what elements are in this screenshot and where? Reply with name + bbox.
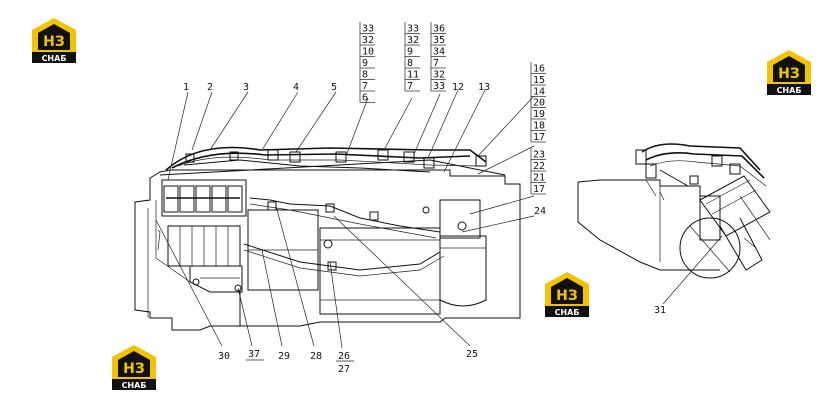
svg-text:НЗ: НЗ — [556, 288, 578, 304]
svg-text:СНАБ: СНАБ — [122, 381, 147, 390]
callout-s1-4: 8 — [362, 70, 368, 81]
leader-lines — [155, 89, 723, 349]
callout-s5-1: 19 — [533, 109, 545, 120]
callout-3: 3 — [243, 82, 249, 93]
brand-logo-top-right: НЗ СНАБ — [763, 46, 815, 96]
callout-s1-2: 10 — [362, 47, 374, 58]
callout-s3-5: 33 — [433, 81, 445, 92]
brand-logo-top-left: НЗ СНАБ — [28, 14, 80, 64]
callout-s6-0: 23 — [533, 150, 545, 161]
oil-filter — [439, 235, 487, 307]
callout-s2-3: 8 — [407, 58, 413, 69]
brand-logo-middle: НЗ СНАБ — [541, 268, 593, 318]
logo-mark-icon: НЗ СНАБ — [112, 345, 156, 390]
callout-s3-4: 32 — [433, 70, 445, 81]
callout-labels: 1 2 3 4 5 12 13 30 37 29 28 26 27 25 24 … — [183, 82, 666, 375]
callout-s2-1: 32 — [407, 35, 419, 46]
callout-s2-5: 7 — [407, 81, 413, 92]
svg-text:СНАБ: СНАБ — [555, 308, 580, 317]
callout-s1-1: 32 — [362, 35, 374, 46]
logo-mark-icon: НЗ СНАБ — [767, 50, 811, 95]
callout-s3-1: 35 — [433, 35, 445, 46]
callout-s6-3: 17 — [533, 184, 545, 195]
callout-s2-2: 9 — [407, 47, 413, 58]
logo-mark-icon: НЗ СНАБ — [32, 18, 76, 63]
callout-s4-0: 16 — [533, 64, 545, 75]
callout-s1-5: 7 — [362, 81, 368, 92]
callout-1: 1 — [183, 82, 189, 93]
callout-5: 5 — [331, 82, 337, 93]
svg-text:НЗ: НЗ — [43, 34, 65, 50]
callout-26: 26 — [338, 351, 350, 362]
callout-s1-3: 9 — [362, 58, 368, 69]
callout-s5-3: 17 — [533, 132, 545, 143]
callout-s4-1: 15 — [533, 75, 545, 86]
callout-2: 2 — [207, 82, 213, 93]
svg-text:НЗ: НЗ — [123, 361, 145, 377]
brand-logo-bottom-left: НЗ СНАБ — [108, 341, 160, 391]
callout-s6-2: 21 — [533, 173, 545, 184]
side-pump-unit — [699, 175, 771, 271]
callout-37: 37 — [248, 349, 260, 360]
callout-s1-6: 6 — [362, 93, 368, 104]
callout-4: 4 — [293, 82, 299, 93]
logo-mark-icon: НЗ СНАБ — [545, 272, 589, 317]
callout-13: 13 — [478, 82, 490, 93]
svg-text:СНАБ: СНАБ — [42, 54, 67, 63]
callout-24: 24 — [534, 206, 546, 217]
callout-s1-0: 33 — [362, 24, 374, 35]
callout-27: 27 — [338, 364, 350, 375]
injection-pump — [163, 185, 243, 267]
callout-28: 28 — [310, 351, 322, 362]
callout-s3-2: 34 — [433, 47, 445, 58]
side-engine-view — [577, 143, 771, 279]
main-engine-view — [134, 146, 521, 331]
callout-12: 12 — [452, 82, 464, 93]
callout-s6-1: 22 — [533, 161, 545, 172]
callout-31: 31 — [654, 305, 666, 316]
callout-s3-3: 7 — [433, 58, 439, 69]
callout-s3-0: 36 — [433, 24, 445, 35]
callout-s5-0: 20 — [533, 98, 545, 109]
callout-30: 30 — [218, 351, 230, 362]
callout-25: 25 — [466, 349, 478, 360]
svg-text:НЗ: НЗ — [778, 66, 800, 82]
callout-s4-2: 14 — [533, 87, 545, 98]
callout-s5-2: 18 — [533, 121, 545, 132]
callout-s2-4: 11 — [407, 70, 419, 81]
callout-29: 29 — [278, 351, 290, 362]
callout-s2-0: 33 — [407, 24, 419, 35]
svg-text:СНАБ: СНАБ — [777, 86, 802, 95]
